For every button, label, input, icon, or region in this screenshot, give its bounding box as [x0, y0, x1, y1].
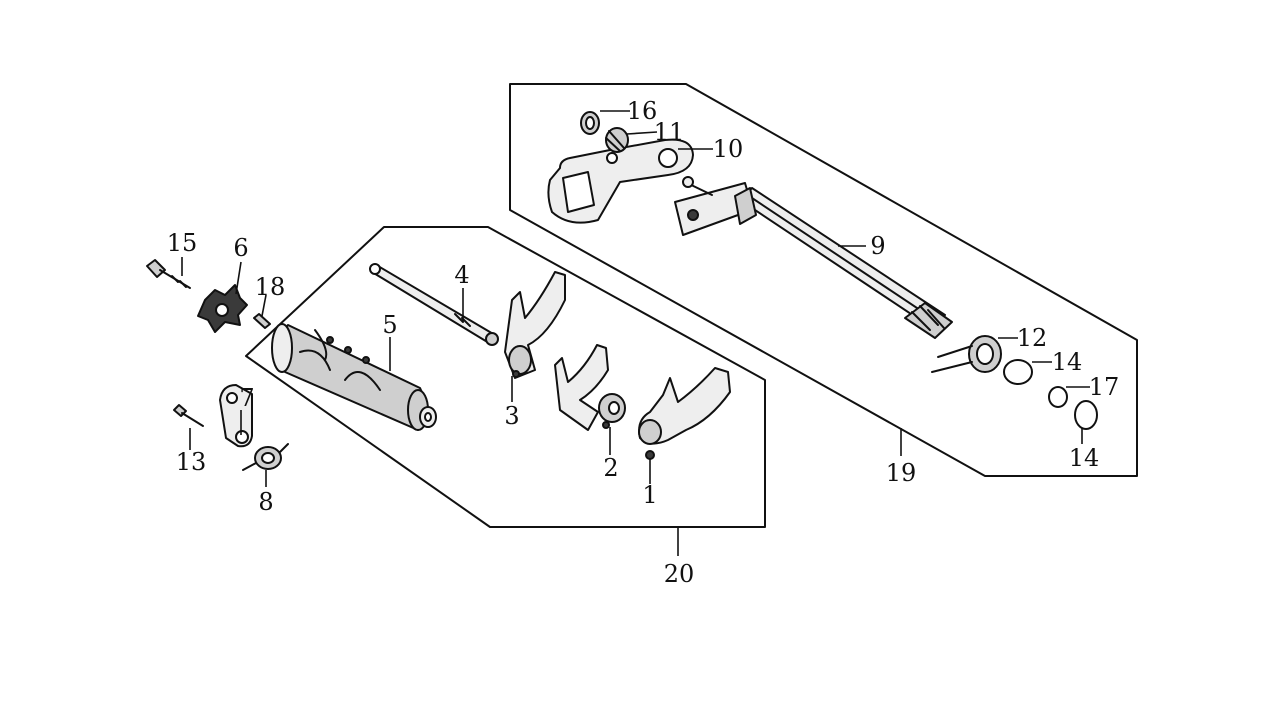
group-19-frame — [509, 83, 1138, 477]
part-5-shift-drum — [271, 323, 437, 431]
callout-18: 18 — [255, 273, 286, 301]
callout-20: 20 — [664, 560, 695, 588]
callout-1: 1 — [642, 481, 657, 509]
part-18-dowel-pin — [253, 313, 271, 329]
part-12-return-spring — [931, 335, 1002, 373]
callout-17: 17 — [1089, 373, 1120, 401]
callout-19: 19 — [886, 459, 917, 487]
callout-3: 3 — [504, 402, 519, 430]
leader-lines — [181, 110, 1090, 556]
callout-14-lower: 14 — [1069, 444, 1100, 472]
callout-8: 8 — [258, 488, 273, 516]
part-1-shift-fork — [638, 367, 731, 460]
part-10-shift-arm — [547, 138, 694, 224]
group-20-frame — [245, 226, 766, 528]
part-17-circlip — [1048, 386, 1068, 408]
part-14-washer-b — [1074, 400, 1098, 430]
callout-2: 2 — [603, 454, 618, 482]
part-8-stopper-spring — [242, 443, 289, 471]
callout-4: 4 — [454, 261, 469, 289]
callout-14-upper: 14 — [1052, 348, 1083, 376]
callout-16: 16 — [627, 97, 658, 125]
part-2-shift-fork — [554, 344, 626, 431]
callout-7: 7 — [239, 384, 254, 412]
callout-15: 15 — [167, 229, 198, 257]
callout-12: 12 — [1017, 324, 1048, 352]
part-13-bolt — [173, 404, 204, 427]
part-15-bolt — [146, 259, 191, 289]
part-7-stopper-arm — [219, 384, 253, 448]
part-3-shift-fork — [504, 271, 566, 379]
callout-9: 9 — [870, 232, 885, 260]
part-9-shift-shaft — [674, 176, 953, 339]
part-14-washer-a — [1003, 359, 1033, 385]
callout-6: 6 — [233, 234, 248, 262]
part-16-cap — [580, 111, 600, 135]
callout-11: 11 — [654, 118, 685, 146]
callout-10: 10 — [713, 135, 744, 163]
callout-5: 5 — [382, 311, 397, 339]
part-6-star-cam — [197, 284, 248, 333]
part-4-fork-shaft — [369, 263, 499, 346]
callout-13: 13 — [176, 448, 207, 476]
part-11-spring — [605, 127, 629, 153]
